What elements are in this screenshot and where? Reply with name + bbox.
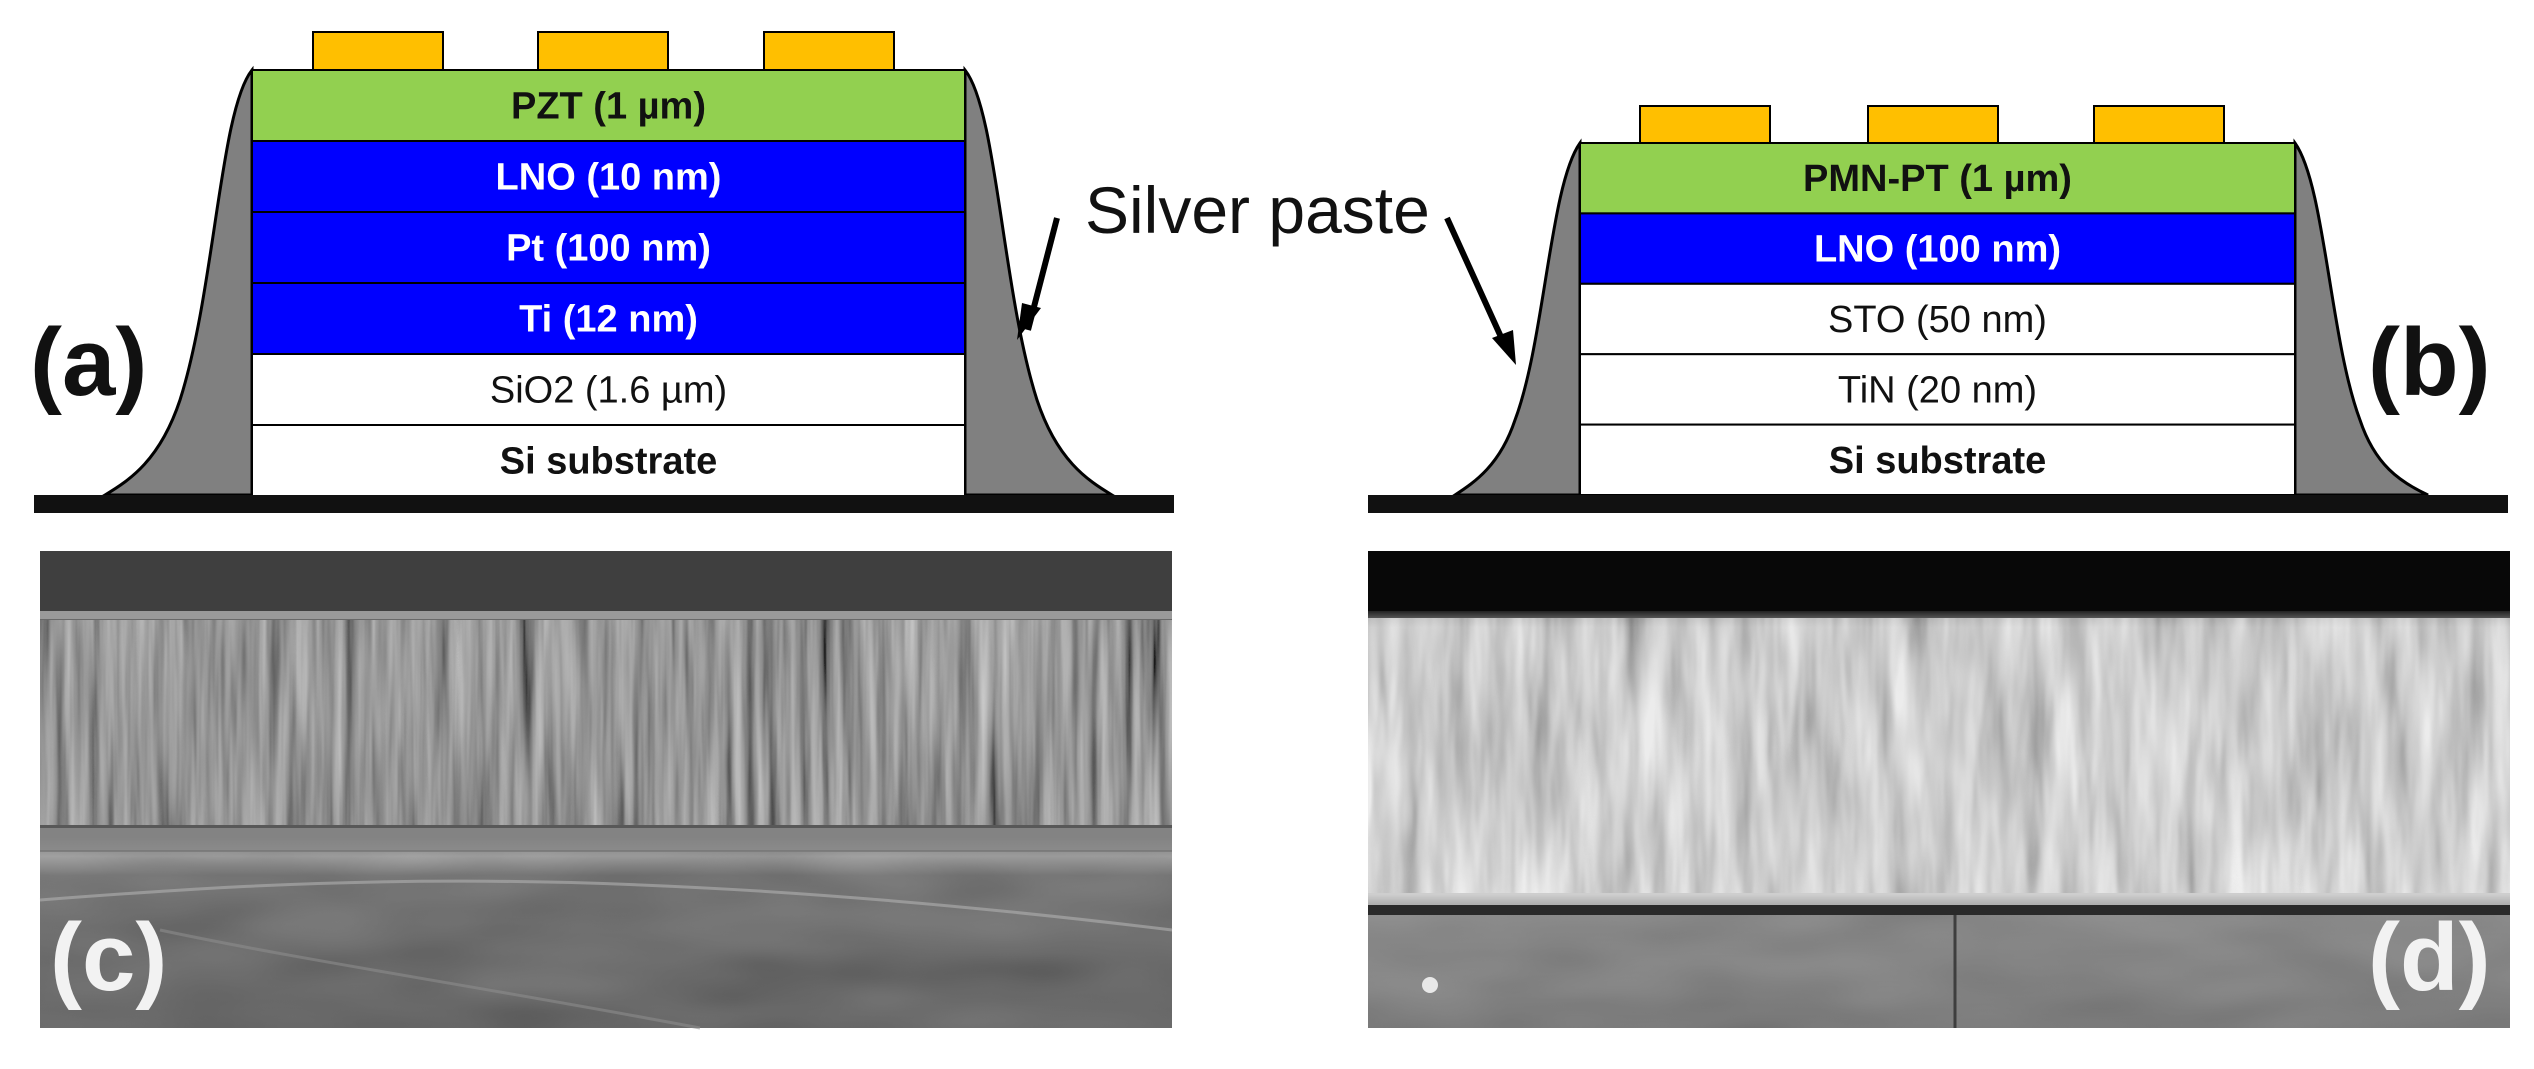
- silver-paste-callout: Silver paste: [1017, 173, 1516, 365]
- panel-a-layer-label-0: PZT (1 µm): [511, 86, 706, 128]
- panel-b-electrode: [2093, 105, 2225, 144]
- callout-arrow-left: [1444, 216, 1509, 350]
- panel-b-layer-1: [1579, 212, 2296, 285]
- panel-a-electrode: [537, 31, 669, 71]
- panel-b-layer-label-2: STO (50 nm): [1828, 299, 2047, 341]
- panel-a-layer-1: [251, 140, 966, 213]
- panel-a-silver-paste-right: [963, 65, 1118, 497]
- panel-c-label: (c): [50, 904, 167, 1011]
- panel-a-layer-label-5: Si substrate: [500, 441, 718, 483]
- panel-b-schematic: PMN-PT (1 µm) LNO (100 nm) STO (50 nm) TiN …: [1368, 105, 2508, 513]
- panel-a-layer-3: [251, 282, 966, 355]
- panel-a-layer-label-2: Pt (100 nm): [506, 228, 711, 270]
- panel-a-electrode: [763, 31, 895, 71]
- panel-b-label: (b): [2368, 309, 2491, 416]
- silver-paste-label: Silver paste: [1085, 173, 1430, 247]
- panel-b-silver-paste-left: [1449, 138, 1582, 497]
- panel-d-sem-image: (d): [1368, 551, 2510, 1028]
- panel-c-sem-image: (c): [39, 551, 1173, 1030]
- panel-b-layer-label-4: Si substrate: [1829, 440, 2047, 482]
- panel-b-base-line: [1368, 495, 2508, 513]
- panel-a-layer-label-4: SiO2 (1.6 µm): [490, 370, 727, 412]
- panel-b-layer-0: [1579, 142, 2296, 215]
- panel-b-layer-label-0: PMN-PT (1 µm): [1803, 158, 2072, 200]
- panel-b-electrode: [1867, 105, 1999, 144]
- panel-b-layer-2: [1579, 282, 2296, 356]
- panel-b-layer-stack: PMN-PT (1 µm) LNO (100 nm) STO (50 nm) TiN …: [1579, 142, 2296, 497]
- panel-a-layer-2: [251, 211, 966, 284]
- panel-b-layer-4: [1579, 423, 2296, 497]
- panel-d-label: (d): [2368, 904, 2491, 1011]
- panel-a-silver-paste-left: [99, 65, 254, 497]
- panel-a-label: (a): [30, 309, 147, 416]
- panel-b-layer-label-1: LNO (100 nm): [1814, 229, 2061, 271]
- panel-a-electrode: [312, 31, 444, 71]
- panel-a-layer-label-1: LNO (10 nm): [496, 157, 722, 199]
- panel-a-schematic: PZT (1 µm) LNO (10 nm) Pt (100 nm) Ti (12 n…: [30, 31, 1174, 513]
- panel-a-layer-5: [251, 424, 966, 497]
- panel-a-layer-label-3: Ti (12 nm): [519, 299, 698, 341]
- panel-a-layer-stack: PZT (1 µm) LNO (10 nm) Pt (100 nm) Ti (12 n…: [251, 69, 966, 497]
- callout-arrowhead-right: [1017, 303, 1041, 340]
- panel-b-silver-paste-right: [2293, 138, 2429, 497]
- panel-b-layer-label-3: TiN (20 nm): [1838, 369, 2037, 411]
- panel-a-base-line: [34, 495, 1174, 513]
- callout-arrowhead-left: [1492, 330, 1516, 365]
- panel-b-electrode: [1639, 105, 1771, 144]
